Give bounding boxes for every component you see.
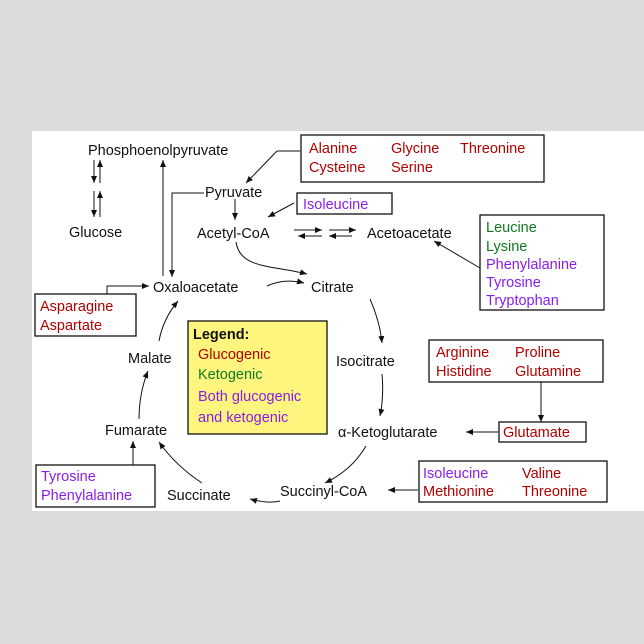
arrow-aa-to-pyruvate	[245, 150, 300, 184]
aa-leucine: Leucine	[486, 220, 537, 236]
metabolite-labels: Phosphoenolpyruvate Glucose Pyruvate Ace…	[69, 143, 452, 504]
arrow-succinylcoa-to-succinate	[249, 497, 281, 504]
arrow-ketoglutarate-to-succinylcoa	[324, 445, 367, 484]
legend-both-line1: Both glucogenic	[198, 389, 301, 405]
pyruvate-sources-box: Alanine Glycine Threonine Cysteine Serin…	[300, 134, 545, 183]
aa-tyrosine-2: Tyrosine	[41, 469, 96, 485]
arrow-citrate-to-isocitrate	[369, 298, 385, 344]
aa-phenylalanine: Phenylalanine	[486, 257, 577, 273]
label-malate: Malate	[128, 351, 172, 367]
aa-histidine: Histidine	[436, 364, 492, 380]
succinyl-coa-sources-box: Isoleucine Valine Methionine Threonine	[418, 460, 608, 503]
pathway-poster: Phosphoenolpyruvate Glucose Pyruvate Ace…	[32, 131, 644, 511]
legend-both-line2: and ketogenic	[198, 410, 288, 426]
aa-valine: Valine	[522, 466, 561, 482]
aa-serine: Serine	[391, 160, 433, 176]
label-acetoacetate: Acetoacetate	[367, 226, 452, 242]
legend-title: Legend:	[193, 327, 249, 343]
arrow-ketogenic-to-acetoacetate	[433, 240, 481, 269]
arrow-acetylcoa-to-citrate	[235, 241, 308, 276]
aa-glutamine: Glutamine	[515, 364, 581, 380]
aa-aspartate: Aspartate	[40, 318, 102, 334]
label-phosphoenolpyruvate: Phosphoenolpyruvate	[88, 143, 228, 159]
glutamate-box: Glutamate	[498, 421, 587, 443]
aa-phenylalanine-2: Phenylalanine	[41, 488, 132, 504]
label-pyruvate: Pyruvate	[205, 185, 262, 201]
pathway-arrows	[91, 150, 544, 504]
arrow-oxaloacetate-to-citrate	[266, 278, 305, 287]
aa-methionine: Methionine	[423, 484, 494, 500]
label-fumarate: Fumarate	[105, 423, 167, 439]
aa-glycine: Glycine	[391, 141, 439, 157]
label-citrate: Citrate	[311, 280, 354, 296]
legend-glucogenic: Glucogenic	[198, 347, 271, 363]
aa-threonine: Threonine	[460, 141, 525, 157]
aa-isoleucine: Isoleucine	[303, 197, 368, 213]
acetoacetate-sources-box: Leucine Lysine Phenylalanine Tyrosine Tr…	[479, 214, 605, 311]
arrow-isoleucine-to-acetylcoa	[267, 202, 295, 218]
label-alpha-ketoglutarate: α-Ketoglutarate	[338, 425, 437, 441]
aa-lysine: Lysine	[486, 239, 527, 255]
aa-tyrosine: Tyrosine	[486, 275, 541, 291]
aa-tryptophan: Tryptophan	[486, 293, 559, 309]
legend-background	[187, 320, 328, 435]
aa-alanine: Alanine	[309, 141, 357, 157]
label-glucose: Glucose	[69, 225, 122, 241]
label-isocitrate: Isocitrate	[336, 354, 395, 370]
aa-glutamate: Glutamate	[503, 425, 570, 441]
aa-cysteine: Cysteine	[309, 160, 365, 176]
aa-proline: Proline	[515, 345, 560, 361]
aa-isoleucine-2: Isoleucine	[423, 466, 488, 482]
aa-arginine: Arginine	[436, 345, 489, 361]
label-succinate: Succinate	[167, 488, 231, 504]
aa-threonine-2: Threonine	[522, 484, 587, 500]
aa-asparagine: Asparagine	[40, 299, 113, 315]
label-oxaloacetate: Oxaloacetate	[153, 280, 238, 296]
fumarate-sources-box: Tyrosine Phenylalanine	[35, 464, 156, 508]
label-succinyl-coa: Succinyl-CoA	[280, 484, 367, 500]
label-acetyl-coa: Acetyl-CoA	[197, 226, 270, 242]
pathway-diagram: Phosphoenolpyruvate Glucose Pyruvate Ace…	[34, 134, 608, 508]
arrow-malate-to-oxaloacetate	[158, 300, 179, 342]
arrow-fumarate-to-malate	[138, 370, 149, 420]
acetyl-coa-sources-box: Isoleucine	[296, 192, 393, 215]
legend-box: Legend: Glucogenic Ketogenic Both glucog…	[187, 320, 328, 435]
oxaloacetate-sources-box: Asparagine Aspartate	[34, 293, 137, 337]
arrow-succinate-to-fumarate	[158, 441, 203, 484]
arrow-pyruvate-to-oxaloacetate	[169, 192, 204, 277]
arrow-isocitrate-to-ketoglutarate	[378, 373, 385, 417]
legend-ketogenic: Ketogenic	[198, 367, 263, 383]
glutamate-sources-box: Arginine Proline Histidine Glutamine	[428, 339, 604, 383]
